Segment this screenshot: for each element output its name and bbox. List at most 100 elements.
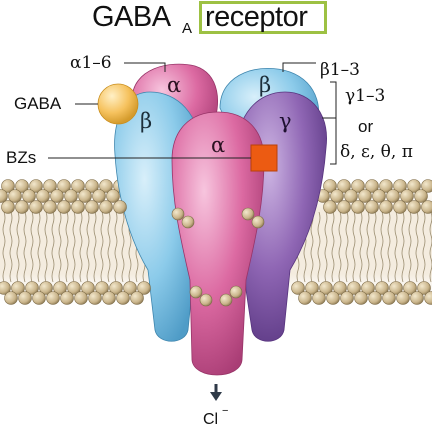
lipid-head (71, 200, 85, 214)
lipid-head (199, 293, 213, 307)
membrane-lipid-tails (2, 211, 432, 283)
lipid-head (407, 200, 421, 214)
label-gaba: GABA (14, 94, 62, 113)
title-receptor: receptor (205, 1, 308, 33)
lipid-tail (380, 211, 384, 283)
lipid-tail (16, 211, 20, 283)
lipid-head (25, 281, 39, 295)
lipid-tail (114, 211, 118, 283)
lipid-head (67, 281, 81, 295)
lipid-head (43, 179, 57, 193)
lipid-head (171, 207, 185, 221)
lipid-tail (352, 211, 356, 283)
lipid-head (389, 281, 403, 295)
lipid-head (32, 291, 46, 305)
lipid-head (57, 179, 71, 193)
lipid-head (333, 281, 347, 295)
label-chloride-ion: Cl (203, 411, 218, 428)
lipid-tail (51, 211, 55, 283)
subunit-beta-back-label: β (259, 73, 271, 97)
lipid-head (1, 179, 15, 193)
lipid-head (354, 291, 368, 305)
lipid-head (375, 281, 389, 295)
lipid-head (39, 281, 53, 295)
lipid-head (189, 285, 203, 299)
lipid-head (106, 189, 120, 203)
lipid-head (1, 200, 15, 214)
lipid-head (386, 189, 400, 203)
lipid-tail (408, 211, 412, 283)
lipid-head (11, 281, 25, 295)
gaba-ligand (97, 83, 139, 125)
lipid-head (102, 291, 116, 305)
lipid-tail (30, 211, 34, 283)
leader-alpha-family (124, 62, 166, 72)
lipid-head (421, 179, 432, 193)
lipid-tail (9, 211, 13, 283)
lipid-head (109, 281, 123, 295)
lipid-head (393, 200, 407, 214)
lipid-tail (65, 211, 69, 283)
lipid-head (358, 189, 372, 203)
lipid-head (4, 291, 18, 305)
lipid-head (92, 189, 106, 203)
lipid-head (337, 179, 351, 193)
lipid-head (116, 291, 130, 305)
lipid-head (361, 281, 375, 295)
lipid-head (319, 281, 333, 295)
lipid-tail (345, 211, 349, 283)
lipid-head (241, 207, 255, 221)
chloride-arrow-head (210, 392, 222, 401)
lipid-head (372, 189, 386, 203)
lipid-head (71, 179, 85, 193)
lipid-head (85, 179, 99, 193)
lipid-head (347, 281, 361, 295)
lipid-head (85, 200, 99, 214)
lipid-tail (394, 211, 398, 283)
lipid-head (312, 291, 326, 305)
lipid-head (95, 281, 109, 295)
lipid-head (326, 291, 340, 305)
lipid-head (0, 189, 8, 203)
lipid-head (351, 200, 365, 214)
lipid-head (365, 179, 379, 193)
lipid-head (291, 281, 305, 295)
lipid-head (382, 291, 396, 305)
title-highlight-box (199, 1, 327, 34)
lipid-head (50, 189, 64, 203)
lipid-head (0, 281, 11, 295)
lipid-head (8, 189, 22, 203)
lipid-tail (422, 211, 426, 283)
lipid-head (421, 200, 432, 214)
membrane-lower-heads (0, 281, 432, 305)
label-beta-family: β1–3 (320, 60, 360, 80)
lipid-tail (387, 211, 391, 283)
lipid-tail (58, 211, 62, 283)
leader-beta-family (282, 62, 316, 72)
label-alpha-family: α1–6 (70, 53, 112, 73)
lipid-head (323, 200, 337, 214)
lipid-head (15, 200, 29, 214)
lipid-head (298, 291, 312, 305)
lipid-head (365, 200, 379, 214)
lipid-tail (317, 211, 321, 283)
lipid-head (15, 179, 29, 193)
lipid-tail (86, 211, 90, 283)
lipid-head (43, 200, 57, 214)
membrane-upper-front-heads (1, 200, 432, 307)
lipid-tail (107, 211, 111, 283)
lipid-tail (72, 211, 76, 283)
lipid-head (57, 200, 71, 214)
lipid-head (60, 291, 74, 305)
lipid-tail (338, 211, 342, 283)
lipid-tail (373, 211, 377, 283)
lipid-tail (121, 211, 125, 283)
lipid-tail (429, 211, 432, 283)
lipid-tail (23, 211, 27, 283)
lipid-head (36, 189, 50, 203)
lipid-head (130, 291, 144, 305)
membrane-upper-back-heads (0, 179, 432, 203)
lipid-tail (79, 211, 83, 283)
lipid-head (407, 179, 421, 193)
